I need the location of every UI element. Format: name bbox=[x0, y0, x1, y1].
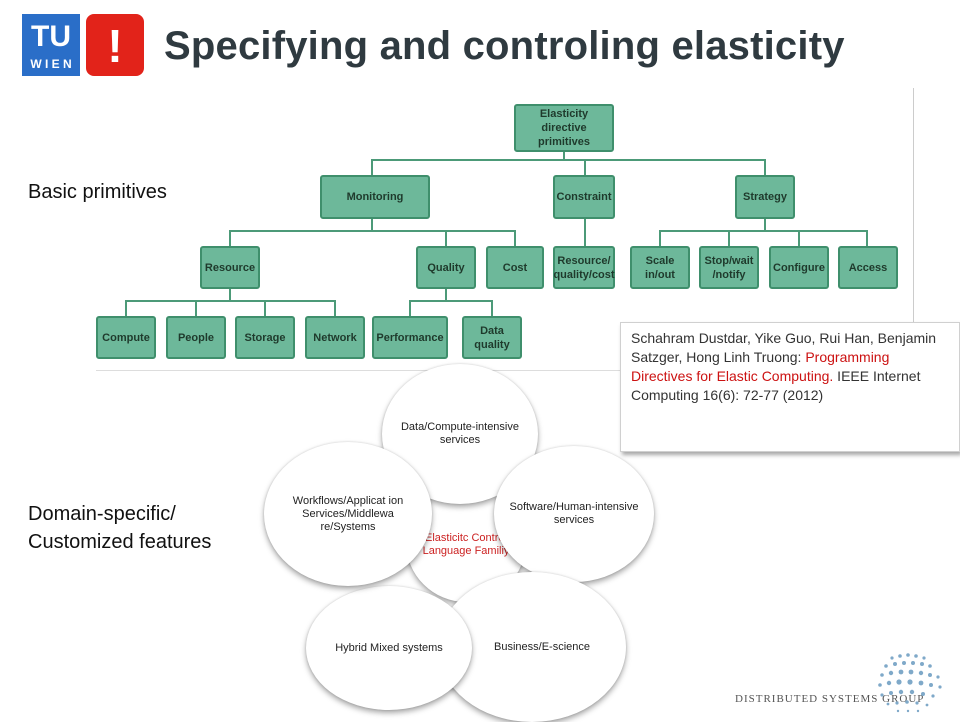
node-strategy: Strategy bbox=[735, 175, 795, 219]
domain-specific-label: Domain-specific/ Customized features bbox=[28, 500, 211, 556]
node-configure: Configure bbox=[769, 246, 829, 289]
node-constraint: Constraint bbox=[553, 175, 615, 219]
node-cost: Cost bbox=[486, 246, 544, 289]
divider-vertical bbox=[913, 88, 914, 368]
node-network: Network bbox=[305, 316, 365, 359]
logo-wien-text: W I E N bbox=[30, 57, 71, 71]
tu-wien-logo: TU W I E N ! bbox=[22, 14, 144, 76]
node-storage: Storage bbox=[235, 316, 295, 359]
circle-hybrid-mixed-systems: Hybrid Mixed systems bbox=[306, 586, 472, 710]
node-stop-wait: Stop/wait /notify bbox=[699, 246, 759, 289]
domain-label-line2: Customized features bbox=[28, 531, 212, 553]
reference-authors: Schahram Dustdar, Yike Guo, Rui Han, Ben… bbox=[631, 330, 937, 365]
reference-citation-box: Schahram Dustdar, Yike Guo, Rui Han, Ben… bbox=[620, 322, 960, 452]
node-performance: Performance bbox=[372, 316, 448, 359]
node-resource-quality-cost: Resource/ quality/cost bbox=[553, 246, 615, 289]
node-scale: Scale in/out bbox=[630, 246, 690, 289]
node-people: People bbox=[166, 316, 226, 359]
reference-venue: IEEE Internet Computing 16(6): 72-77 (20… bbox=[631, 368, 921, 403]
dsg-dots-logo-icon bbox=[878, 653, 942, 713]
distributed-systems-group-label: DISTRIBUTED SYSTEMS GROUP bbox=[735, 693, 925, 705]
page-title: Specifying and controling elasticity bbox=[164, 24, 845, 68]
node-quality: Quality bbox=[416, 246, 476, 289]
node-data-quality: Data quality bbox=[462, 316, 522, 359]
node-compute: Compute bbox=[96, 316, 156, 359]
basic-primitives-label: Basic primitives bbox=[28, 181, 167, 203]
logo-exclamation-icon: ! bbox=[107, 20, 122, 72]
divider-horizontal bbox=[96, 370, 916, 371]
node-access: Access bbox=[838, 246, 898, 289]
circle-workflows-services: Workflows/Applicat ion Services/Middlewa… bbox=[264, 442, 432, 586]
node-monitoring: Monitoring bbox=[320, 175, 430, 219]
circle-software-human-services: Software/Human-intensive services bbox=[494, 446, 654, 582]
logo-tu-text: TU bbox=[31, 20, 71, 53]
domain-label-line1: Domain-specific/ bbox=[28, 503, 176, 525]
circle-data-compute-services: Data/Compute-intensive services bbox=[382, 364, 538, 504]
node-root: Elasticity directive primitives bbox=[514, 104, 614, 152]
node-resource: Resource bbox=[200, 246, 260, 289]
reference-paper-title[interactable]: Programming Directives for Elastic Compu… bbox=[631, 349, 890, 384]
